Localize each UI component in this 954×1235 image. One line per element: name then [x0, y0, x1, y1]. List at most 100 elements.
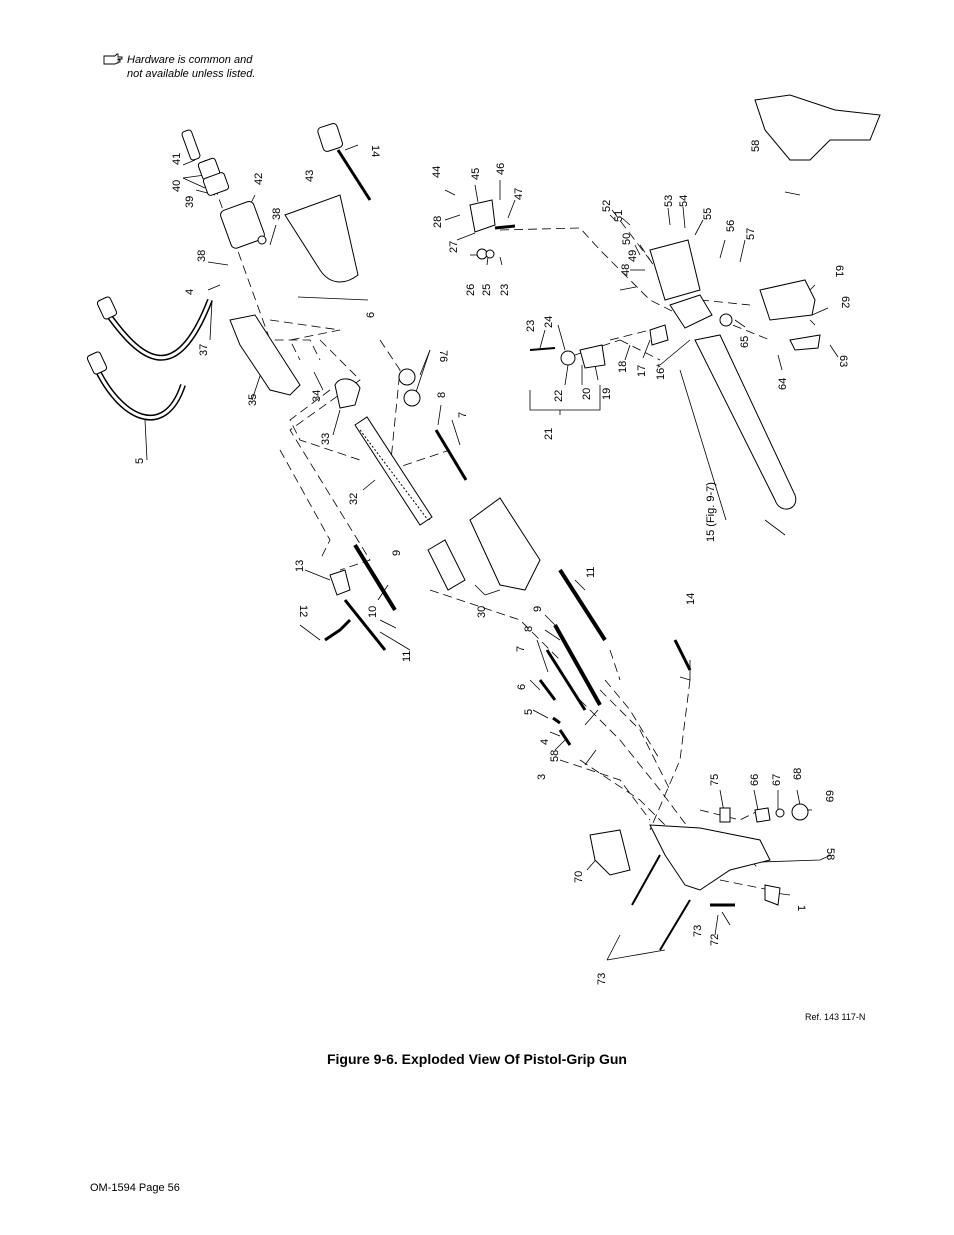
clip-27	[469, 199, 496, 233]
reference-number: Ref. 143 117-N	[805, 1012, 866, 1022]
housing-30	[469, 497, 541, 591]
handle-half-35	[229, 314, 301, 396]
callout-13: 13	[294, 560, 306, 572]
note-line-1: Hardware is common and	[127, 54, 253, 66]
callout-43: 43	[304, 170, 316, 182]
callout-65: 65	[739, 336, 751, 348]
motor-61	[759, 279, 816, 321]
callout-25: 25	[481, 284, 493, 296]
callout-66: 75	[709, 774, 721, 786]
callout-9b: 9	[532, 606, 544, 612]
callout-5b: 5	[523, 709, 535, 715]
callout-14b: 14	[685, 593, 697, 605]
callout-34: 34	[311, 390, 323, 402]
callout-75: 3	[536, 774, 548, 780]
callout-55: 55	[702, 208, 714, 220]
callout-50: 50	[621, 233, 633, 245]
callout-26: 26	[465, 284, 477, 296]
callout-38: 38	[271, 208, 283, 220]
ring-65	[719, 313, 733, 327]
knob-70	[791, 803, 809, 821]
note-line-2: not available unless listed.	[127, 68, 256, 80]
pin-9	[353, 543, 397, 612]
callout-53: 53	[663, 195, 675, 207]
callout-74b: 73	[596, 973, 608, 985]
callout-16: 16*	[655, 363, 667, 380]
callout-42: 42	[253, 173, 265, 185]
fitting-13	[329, 569, 351, 596]
clip-63	[789, 334, 821, 351]
clip-17	[649, 324, 669, 346]
callout-47: 47	[513, 188, 525, 200]
callout-48: 48	[620, 264, 632, 276]
callout-numbers: 41 40 39 42 38 38 4 37 5 14 43 6 35 34 3…	[134, 140, 851, 985]
assembly-lines	[204, 159, 771, 891]
callout-20: 20	[581, 388, 593, 400]
cable-5-inner	[93, 364, 185, 419]
callout-15: 15 (Fig. 9-7)	[705, 482, 717, 542]
pin-14b	[673, 639, 692, 671]
callout-11b: 11	[585, 567, 597, 578]
mesh-31	[427, 539, 466, 591]
nut-76b	[403, 389, 421, 407]
cap-66	[719, 807, 731, 823]
pin-8b	[545, 649, 587, 711]
callout-74: 73	[692, 925, 704, 937]
callout-30: 30	[476, 606, 488, 618]
callout-41: 41	[171, 153, 183, 165]
screw-74b	[659, 899, 691, 951]
pointing-hand-icon	[103, 53, 123, 65]
callout-54: 54	[678, 195, 690, 207]
callout-17: 17	[636, 365, 648, 377]
callout-4: 4	[184, 289, 196, 295]
callout-62: 62	[839, 296, 851, 308]
screw-74a	[631, 854, 661, 906]
callout-22: 22	[553, 390, 565, 402]
callout-35: 35	[247, 394, 259, 406]
callout-6: 6	[365, 312, 377, 318]
callout-72: 1	[795, 905, 807, 911]
callout-67: 66	[749, 774, 761, 786]
callout-10: 10	[367, 606, 379, 618]
small-parts-lower	[538, 679, 572, 746]
parts	[86, 94, 881, 951]
callout-52: 52	[601, 200, 613, 212]
callout-68: 67	[771, 774, 783, 786]
callout-4b: 4	[539, 739, 551, 745]
bushing-20	[560, 350, 576, 366]
callout-49: 49	[627, 250, 639, 262]
callout-27: 27	[448, 241, 460, 253]
callout-8b: 8	[523, 626, 535, 632]
rod-7	[434, 429, 468, 481]
nozzle-33	[334, 378, 361, 409]
callout-51: 51	[613, 210, 625, 222]
pin-11b	[558, 568, 607, 642]
callout-9: 9	[391, 550, 403, 556]
callout-7: 7	[457, 412, 469, 418]
callout-14: 14	[369, 145, 381, 157]
page-footer: OM-1594 Page 56	[90, 1182, 180, 1194]
callout-19: 19	[601, 388, 613, 400]
callout-73: 72	[709, 934, 721, 946]
handle-58	[754, 94, 881, 161]
callout-56: 56	[725, 220, 737, 232]
washer-25	[485, 249, 495, 259]
fitting-5	[86, 351, 108, 375]
clip-67	[754, 807, 771, 823]
callout-33: 33	[320, 433, 332, 445]
callout-58: 58	[750, 140, 762, 152]
callout-63: 63	[837, 355, 849, 367]
barrel-15	[694, 334, 797, 510]
bracket-19	[579, 344, 606, 369]
sleeve-43	[284, 194, 359, 283]
wrench-12	[324, 618, 352, 642]
connector-fittings	[181, 129, 267, 249]
nut-76a	[398, 368, 416, 386]
callout-38b: 38	[196, 250, 208, 262]
callout-24: 24	[543, 316, 555, 328]
handle-body-58	[649, 824, 771, 891]
callout-64: 64	[777, 378, 789, 390]
callout-28: 28	[432, 216, 444, 228]
clip-72	[764, 884, 781, 906]
